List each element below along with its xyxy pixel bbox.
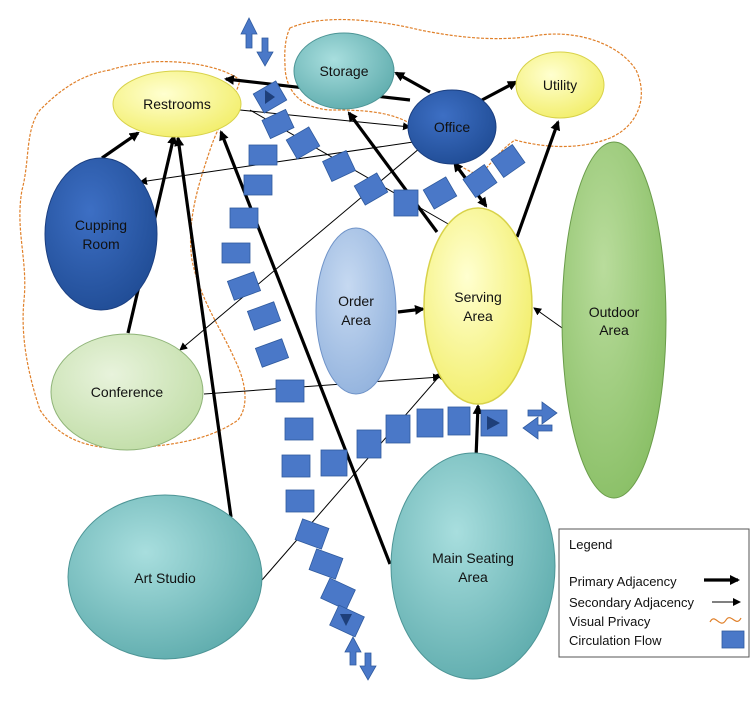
node-art-studio: Art Studio (67, 494, 263, 660)
circulation-flow (221, 80, 526, 638)
node-cupping-room: Cupping Room (44, 157, 158, 311)
serving-label-line2: Area (463, 308, 493, 324)
legend-privacy-swatch (709, 617, 742, 624)
node-serving-area: Serving Area (423, 207, 533, 405)
office-label: Office (434, 119, 471, 135)
seating-label-line1: Main Seating (432, 550, 514, 566)
node-outdoor-area: Outdoor Area (561, 141, 667, 499)
flow-direction-marks (265, 90, 500, 626)
node-conference: Conference (50, 333, 204, 451)
serving-label-line1: Serving (454, 289, 501, 305)
utility-label: Utility (543, 77, 577, 93)
circulation-arrow-bottom (344, 636, 377, 681)
outdoor-label-line1: Outdoor (589, 304, 640, 320)
legend-circulation-label: Circulation Flow (569, 633, 662, 648)
legend-title: Legend (569, 537, 612, 552)
storage-label: Storage (319, 63, 368, 79)
circulation-arrow-top (240, 17, 274, 67)
legend-box (558, 528, 750, 658)
conference-label: Conference (91, 384, 164, 400)
legend-circulation-swatch (721, 630, 745, 649)
privacy-boundary-left (19, 61, 246, 449)
node-order-area: Order Area (315, 227, 397, 395)
privacy-boundary-top (284, 18, 642, 176)
art-studio-label: Art Studio (134, 570, 196, 586)
outdoor-label-line2: Area (599, 322, 629, 338)
legend-primary-label: Primary Adjacency (569, 574, 677, 589)
restrooms-label: Restrooms (143, 96, 211, 112)
cupping-label-line1: Cupping (75, 217, 127, 233)
node-office: Office (407, 89, 497, 165)
cupping-label-line2: Room (82, 236, 119, 252)
legend-privacy-label: Visual Privacy (569, 614, 651, 629)
node-utility: Utility (515, 51, 605, 119)
node-main-seating-area: Main Seating Area (390, 452, 556, 680)
legend-secondary-label: Secondary Adjacency (569, 595, 695, 610)
secondary-adjacency-lines (139, 109, 566, 581)
seating-label-line2: Area (458, 569, 488, 585)
legend: Legend Primary Adjacency Secondary Adjac… (558, 528, 750, 658)
node-storage: Storage (293, 32, 395, 110)
order-label-line1: Order (338, 293, 374, 309)
circulation-arrow-right (522, 401, 558, 440)
order-label-line2: Area (341, 312, 371, 328)
node-restrooms: Restrooms (112, 70, 242, 138)
